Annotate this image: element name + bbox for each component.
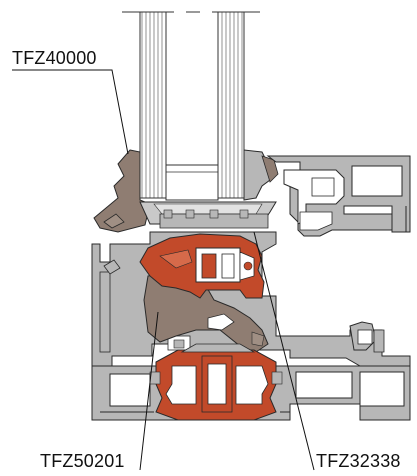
outer-glass-pane	[139, 11, 167, 199]
lower-thermal-break	[149, 343, 283, 421]
glazing-unit	[122, 11, 260, 201]
glazing-bead	[243, 149, 279, 201]
frame-upper-profile	[266, 155, 411, 237]
part-label-tfz50201: TFZ50201	[40, 451, 125, 471]
leader-line-tfz50201	[139, 311, 159, 471]
glazing-gasket	[93, 149, 151, 233]
inner-glass-pane	[217, 11, 245, 199]
leader-lines	[12, 69, 315, 471]
leader-line-tfz40000	[12, 69, 129, 155]
part-label-tfz40000: TFZ40000	[12, 48, 97, 68]
part-label-tfz32338: TFZ32338	[316, 451, 401, 471]
glass-spacer	[165, 164, 219, 201]
leader-line-tfz32338	[253, 231, 315, 471]
upper-thermal-break	[139, 233, 265, 299]
glass-setting-block	[139, 201, 277, 229]
